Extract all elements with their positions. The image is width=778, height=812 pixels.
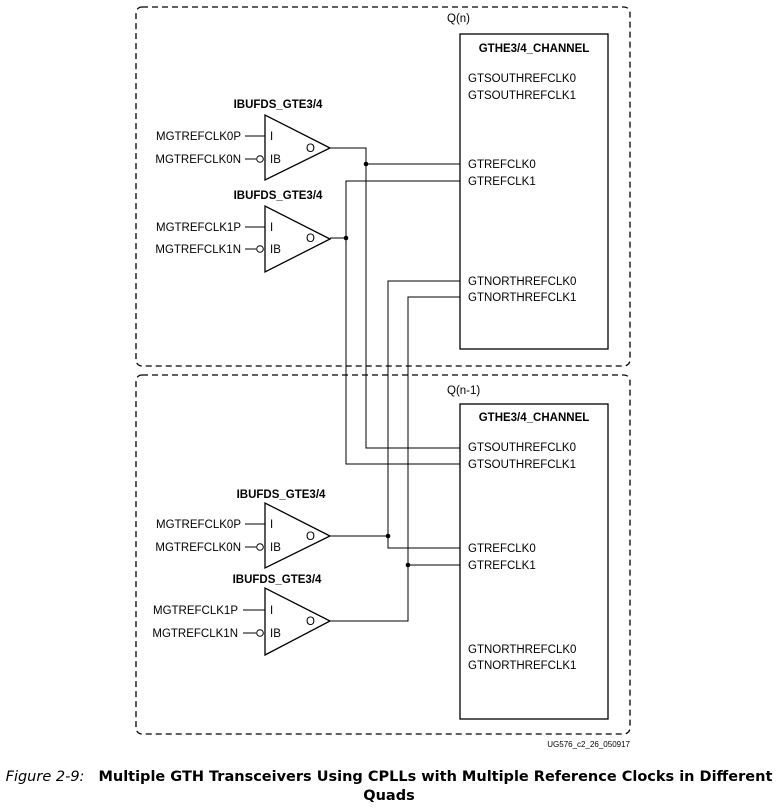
- quad-n-minus-1-pin-gtsouthrefclk1: GTSOUTHREFCLK1: [468, 459, 576, 471]
- quad-n-minus-1-buffer0-pin-ib: IB: [270, 542, 281, 554]
- junction-qn-refclk0: [363, 161, 369, 167]
- quad-n-pin-gtnorthrefclk0: GTNORTHREFCLK0: [468, 276, 576, 288]
- quad-n-pin-gtrefclk0: GTREFCLK0: [468, 159, 536, 171]
- junction-qn-refclk1: [343, 235, 349, 241]
- quad-n-buffer1-title: IBUFDS_GTE3/4: [234, 190, 323, 202]
- quad-n-minus-1-buffer1-pin-o: O: [306, 616, 315, 628]
- quad-n-buffer0-symbol: [264, 113, 332, 182]
- quad-n-minus-1-pin-gtnorthrefclk1: GTNORTHREFCLK1: [468, 660, 576, 672]
- quad-n-channel-title: GTHE3/4_CHANNEL: [479, 43, 590, 55]
- quad-n-buffer1-pin-i: I: [270, 222, 273, 234]
- quad-n-minus-1-buffer1-pin-ib: IB: [270, 628, 281, 640]
- quad-n-minus-1-buffer1-pin-i: I: [270, 605, 273, 617]
- quad-n-minus-1-buffer0-title: IBUFDS_GTE3/4: [237, 489, 326, 501]
- quad-n-minus-1-buffer1-in-n: MGTREFCLK1N: [152, 628, 238, 640]
- quad-n-buffer1-in-p: MGTREFCLK1P: [156, 222, 241, 234]
- quad-n-minus-1-buffer0-in-p: MGTREFCLK0P: [156, 519, 241, 531]
- quad-n-minus-1-buffer1-in-p: MGTREFCLK1P: [153, 605, 238, 617]
- quad-n-pin-gtnorthrefclk1: GTNORTHREFCLK1: [468, 292, 576, 304]
- wire-qn1-refclk1: [330, 564, 460, 622]
- quad-n-minus-1-buffer1-symbol: [264, 586, 332, 657]
- quad-n-buffer0-in-p: MGTREFCLK0P: [156, 131, 241, 143]
- quad-n-minus-1-buffer1-title: IBUFDS_GTE3/4: [233, 574, 322, 586]
- quad-n-channel-box: [459, 33, 609, 350]
- quad-n-minus-1-buffer0-pin-o: O: [306, 531, 315, 543]
- quad-n-minus-1-label: Q(n-1): [447, 385, 480, 397]
- quad-n-boundary: [135, 6, 631, 367]
- quad-n-minus-1-buffer0-pin-i: I: [270, 519, 273, 531]
- quad-n-label: Q(n): [447, 13, 470, 25]
- quad-n-minus-1-channel-title: GTHE3/4_CHANNEL: [479, 412, 590, 424]
- quad-n-minus-1-pin-gtsouthrefclk0: GTSOUTHREFCLK0: [468, 442, 576, 454]
- quad-n-buffer0-invert-bubble: [256, 155, 264, 163]
- quad-n-minus-1-buffer0-in-n: MGTREFCLK0N: [155, 542, 241, 554]
- quad-n-minus-1-channel-box: [459, 403, 609, 720]
- wire-qn-refclk0-to-south0: [365, 164, 460, 449]
- quad-n-minus-1-buffer1-invert-bubble: [256, 629, 264, 637]
- junction-qn1-refclk1: [405, 562, 411, 568]
- quad-n-buffer0-pin-o: O: [306, 143, 315, 155]
- figure-caption: Figure 2-9: Multiple GTH Transceivers Usi…: [0, 768, 778, 806]
- quad-n-pin-gtsouthrefclk0: GTSOUTHREFCLK0: [468, 73, 576, 85]
- wire-qn1-refclk0-to-north0: [387, 280, 460, 536]
- quad-n-pin-gtsouthrefclk1: GTSOUTHREFCLK1: [468, 90, 576, 102]
- wire-qn-refclk1-to-south1: [345, 238, 460, 465]
- figure-number: Figure 2-9:: [5, 769, 85, 785]
- quad-n-minus-1-boundary: [135, 374, 631, 735]
- quad-n-buffer0-title: IBUFDS_GTE3/4: [234, 99, 323, 111]
- figure-title: Multiple GTH Transceivers Using CPLLs wi…: [98, 769, 773, 804]
- quad-n-buffer0-pin-i: I: [270, 131, 273, 143]
- quad-n-buffer0-pin-ib: IB: [270, 154, 281, 166]
- wire-qn1-refclk0: [330, 535, 460, 549]
- quad-n-buffer1-pin-ib: IB: [270, 244, 281, 256]
- quad-n-minus-1-buffer0-symbol: [264, 501, 332, 570]
- junction-qn1-refclk0: [385, 533, 391, 539]
- quad-n-buffer1-symbol: [264, 204, 332, 274]
- quad-n-minus-1-buffer0-invert-bubble: [256, 543, 264, 551]
- wire-qn-refclk1: [330, 180, 460, 239]
- figure-id: UG576_c2_26_050917: [547, 740, 630, 749]
- quad-n-buffer1-invert-bubble: [256, 245, 264, 253]
- quad-n-buffer1-pin-o: O: [306, 233, 315, 245]
- wire-qn-refclk0: [330, 147, 460, 165]
- wire-qn1-refclk1-to-north1: [407, 296, 460, 565]
- quad-n-buffer1-in-n: MGTREFCLK1N: [155, 244, 241, 256]
- quad-n-minus-1-pin-gtnorthrefclk0: GTNORTHREFCLK0: [468, 644, 576, 656]
- quad-n-minus-1-pin-gtrefclk1: GTREFCLK1: [468, 560, 536, 572]
- quad-n-pin-gtrefclk1: GTREFCLK1: [468, 176, 536, 188]
- quad-n-buffer0-in-n: MGTREFCLK0N: [155, 154, 241, 166]
- quad-n-minus-1-pin-gtrefclk0: GTREFCLK0: [468, 543, 536, 555]
- clocking-diagram: Q(n) GTHE3/4_CHANNEL GTSOUTHREFCLK0 GTSO…: [135, 6, 631, 749]
